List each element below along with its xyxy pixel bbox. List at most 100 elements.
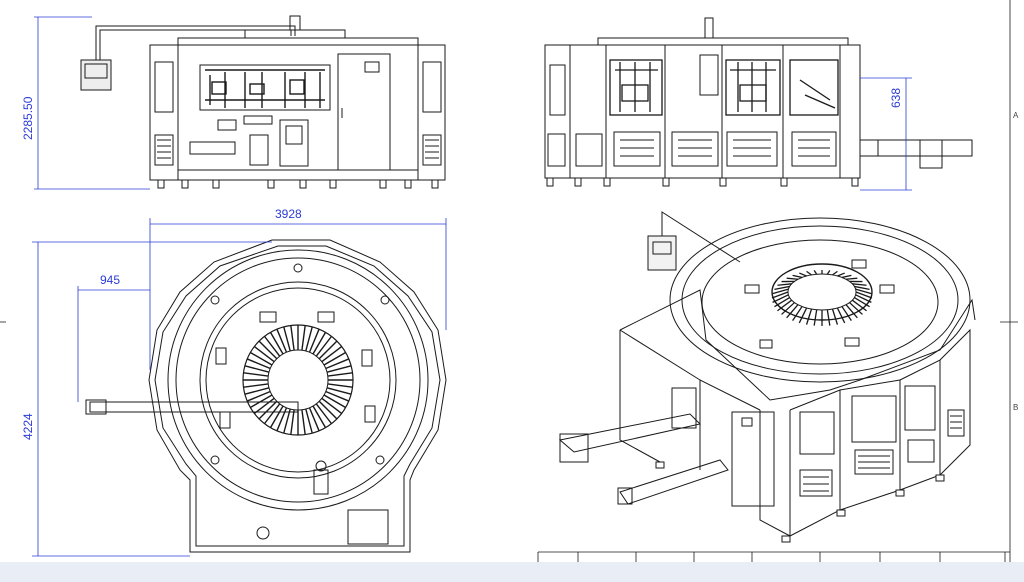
- iso-spoke: [813, 309, 818, 326]
- zone-label-a: A: [1013, 111, 1019, 120]
- side-main-frame: [544, 44, 861, 179]
- top-spoke: [258, 340, 278, 360]
- bottom-band: [0, 562, 1024, 582]
- iso-spoke: [774, 297, 790, 308]
- top-spoke: [246, 358, 271, 370]
- iso-spoke: [831, 308, 839, 325]
- top-outer-ring: [167, 249, 429, 511]
- top-spoke: [244, 365, 270, 373]
- top-spoke: [318, 400, 338, 420]
- top-view: [85, 239, 447, 553]
- top-spoke: [258, 400, 278, 420]
- top-spoke: [283, 408, 291, 434]
- top-spoke: [250, 351, 273, 366]
- top-spoke: [276, 328, 288, 353]
- top-spoke: [263, 403, 281, 425]
- side-dimension: [860, 77, 912, 191]
- top-spoke: [325, 358, 350, 370]
- iso-spoke: [826, 269, 831, 275]
- iso-spoke: [813, 269, 818, 275]
- top-spoke: [315, 335, 333, 357]
- iso-spoke: [855, 288, 872, 295]
- top-spoke: [263, 335, 281, 357]
- side-view: [544, 17, 973, 187]
- iso-spoke: [792, 274, 803, 279]
- iso-spoke: [781, 302, 795, 315]
- top-tray-plates: [215, 311, 376, 429]
- top-spoke: [290, 409, 295, 435]
- top-spoke: [250, 394, 273, 409]
- top-spoke: [312, 405, 327, 428]
- iso-spoke: [786, 277, 799, 280]
- top-spoke: [308, 407, 320, 432]
- top-offset-dim-text: 945: [100, 273, 120, 287]
- iso-spoke: [855, 291, 873, 299]
- top-spoke: [301, 325, 306, 351]
- side-dim-text: 638: [889, 88, 903, 108]
- top-spoke: [283, 326, 291, 352]
- top-spoke: [308, 328, 320, 353]
- iso-spoke: [836, 307, 846, 324]
- sheet-border: [0, 0, 1018, 562]
- top-height-dim-text: 4224: [21, 413, 35, 440]
- iso-spoke: [845, 304, 858, 319]
- iso-outer-deck: [669, 217, 971, 383]
- top-spoke: [243, 383, 269, 388]
- top-spoke: [321, 397, 343, 415]
- top-spoke: [290, 325, 295, 351]
- isometric-view: [558, 211, 976, 543]
- iso-spoke: [832, 270, 838, 276]
- top-inner-ring: [199, 281, 397, 479]
- top-spoke: [315, 403, 333, 425]
- front-view: [80, 15, 446, 189]
- iso-spoke: [854, 285, 870, 290]
- iso-spoke: [849, 302, 863, 315]
- top-spoke: [327, 372, 353, 377]
- iso-spoke: [841, 306, 852, 322]
- iso-spoke: [777, 299, 793, 312]
- top-spoke: [326, 387, 352, 395]
- iso-spoke: [799, 272, 807, 277]
- iso-spoke: [798, 307, 808, 324]
- iso-spoke: [845, 277, 858, 280]
- top-spoke: [269, 332, 284, 355]
- front-height-dimension: [34, 16, 150, 190]
- iso-spoke: [777, 283, 792, 286]
- control-panel: [80, 59, 112, 91]
- top-width-dim-text: 3928: [275, 207, 302, 221]
- top-spoke: [301, 409, 306, 435]
- top-spoke: [326, 365, 352, 373]
- top-spoke: [244, 387, 270, 395]
- iso-spoke: [855, 294, 872, 303]
- top-spoke: [323, 351, 346, 366]
- iso-spoke: [774, 285, 790, 290]
- iso-spoke: [851, 299, 867, 312]
- iso-spoke: [772, 294, 789, 303]
- top-spoke: [325, 390, 350, 402]
- iso-spoke: [837, 272, 845, 277]
- iso-spoke: [841, 274, 852, 279]
- top-spoke: [323, 394, 346, 409]
- zone-label-b: B: [1013, 403, 1018, 412]
- front-door: [337, 53, 391, 171]
- top-spoke: [253, 345, 275, 363]
- top-spoke: [312, 332, 327, 355]
- top-dimensions: [32, 218, 447, 557]
- iso-spoke: [806, 270, 812, 276]
- iso-spoke: [792, 306, 803, 322]
- iso-spoke: [805, 308, 813, 325]
- top-spoke: [318, 340, 338, 360]
- top-outer-polygon: [148, 239, 447, 553]
- iso-spoke: [786, 304, 799, 319]
- iso-spoke: [772, 288, 789, 295]
- iso-spoke: [854, 297, 870, 308]
- iso-spoke: [771, 291, 789, 299]
- top-spoke: [243, 372, 269, 377]
- top-spoke: [269, 405, 284, 428]
- iso-spoke: [852, 283, 867, 286]
- top-spoke: [327, 383, 353, 388]
- top-spoke: [305, 408, 313, 434]
- iso-spoke: [826, 309, 831, 326]
- top-spoke: [321, 345, 343, 363]
